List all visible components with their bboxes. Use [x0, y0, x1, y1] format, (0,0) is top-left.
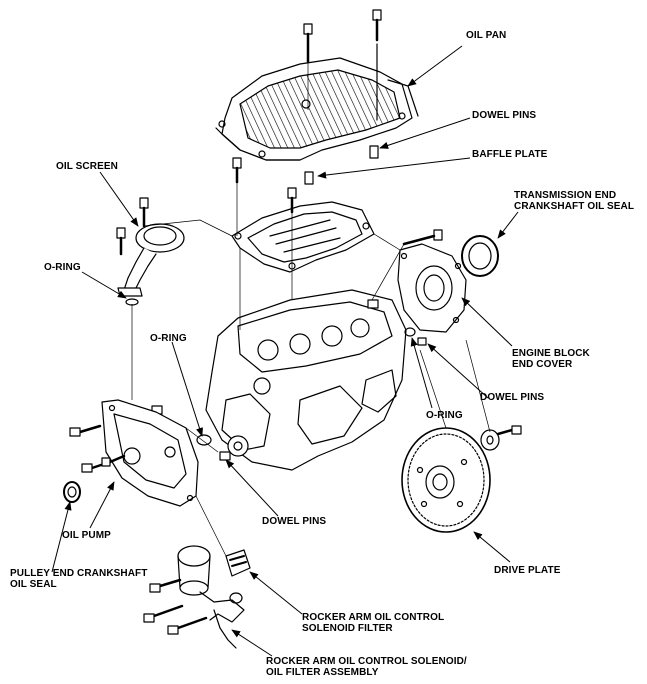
- oil-screen: [117, 223, 185, 297]
- label-line: CRANKSHAFT OIL SEAL: [514, 201, 635, 212]
- oil-pan-bolt: [303, 23, 313, 64]
- leader-dowel-pins-bottom: [225, 459, 279, 517]
- label-rocker-arm-oil-control-solenoid-assembly: ROCKER ARM OIL CONTROL SOLENOID/ OIL FIL…: [266, 656, 467, 678]
- label-line: OIL SEAL: [10, 579, 57, 590]
- baffle-bolt: [287, 187, 297, 214]
- leader-end-cover: [461, 297, 513, 347]
- transmission-end-crankshaft-oil-seal: [461, 235, 499, 277]
- dowel-pin: [417, 337, 427, 346]
- dowel-pin: [367, 299, 379, 309]
- label-rocker-arm-oil-control-solenoid-filter: ROCKER ARM OIL CONTROL SOLENOID FILTER: [302, 612, 444, 634]
- label-o-ring-left: O-RING: [44, 262, 81, 273]
- label-drive-plate: DRIVE PLATE: [494, 565, 561, 576]
- label-line: ROCKER ARM OIL CONTROL SOLENOID/: [266, 656, 467, 667]
- rocker-arm-oil-control-solenoid-assembly: [177, 545, 245, 649]
- label-dowel-pins-bottom: DOWEL PINS: [262, 516, 327, 527]
- drive-plate-bolt: [496, 425, 522, 436]
- label-dowel-pins-top: DOWEL PINS: [472, 110, 537, 121]
- o-ring: [404, 327, 416, 337]
- label-line: PULLEY END CRANKSHAFT: [10, 568, 148, 579]
- o-ring: [196, 434, 212, 446]
- oil-pan-bolt: [372, 9, 382, 121]
- oil-pump-bolt: [101, 454, 126, 467]
- label-line: ENGINE BLOCK: [512, 348, 590, 359]
- oil-pan: [215, 57, 419, 161]
- label-line: OIL FILTER ASSEMBLY: [266, 667, 379, 678]
- label-transmission-end-crankshaft-oil-seal: TRANSMISSION END CRANKSHAFT OIL SEAL: [514, 190, 634, 212]
- label-o-ring-right: O-RING: [426, 410, 463, 421]
- assembly-guide-lines: [131, 62, 491, 557]
- label-line: SOLENOID FILTER: [302, 623, 393, 634]
- leader-oil-pan: [407, 45, 463, 87]
- solenoid-bolt: [167, 616, 208, 635]
- engine-block-end-cover: [397, 243, 467, 333]
- label-pulley-end-crankshaft-oil-seal: PULLEY END CRANKSHAFT OIL SEAL: [10, 568, 147, 590]
- rocker-arm-oil-control-solenoid-filter: [225, 549, 251, 577]
- drive-plate-washer: [480, 429, 500, 451]
- oil-pan-bolt: [232, 157, 242, 184]
- solenoid-bolt: [143, 604, 184, 623]
- leader-baffle-plate: [317, 157, 471, 179]
- dowel-pin: [304, 171, 314, 185]
- label-oil-pan: OIL PAN: [466, 30, 507, 41]
- leader-pulley-seal: [51, 501, 72, 573]
- dowel-pin: [219, 451, 231, 461]
- label-engine-block-end-cover: ENGINE BLOCK END COVER: [512, 348, 590, 370]
- leader-dowel-pins-top: [379, 117, 471, 149]
- oil-pump: [101, 399, 199, 507]
- label-line: ROCKER ARM OIL CONTROL: [302, 612, 445, 623]
- leader-solenoid-assembly: [231, 629, 273, 657]
- label-oil-screen: OIL SCREEN: [56, 161, 118, 172]
- leader-o-ring-left: [81, 271, 127, 299]
- solenoid-bolt: [149, 578, 182, 593]
- leader-solenoid-filter: [249, 571, 303, 615]
- leader-trans-seal: [497, 211, 519, 239]
- engine-block: [205, 289, 407, 471]
- label-o-ring-mid: O-RING: [150, 333, 187, 344]
- leader-o-ring-right: [410, 337, 433, 409]
- leader-oil-pump: [89, 481, 115, 529]
- label-line: TRANSMISSION END: [514, 190, 617, 201]
- end-cover-bolt: [402, 229, 443, 246]
- label-dowel-pins-right: DOWEL PINS: [480, 392, 545, 403]
- pulley-end-crankshaft-oil-seal: [63, 481, 81, 503]
- leader-lines: [51, 45, 519, 657]
- leader-oil-screen: [99, 171, 139, 227]
- dowel-pin: [369, 145, 379, 159]
- leader-dowel-pins-right: [427, 343, 489, 399]
- oil-pump-bolt: [69, 424, 102, 437]
- oil-screen-bolt: [139, 197, 149, 228]
- leader-drive-plate: [473, 531, 511, 563]
- label-baffle-plate: BAFFLE PLATE: [472, 149, 548, 160]
- leader-o-ring-mid: [171, 341, 203, 437]
- label-oil-pump: OIL PUMP: [62, 530, 111, 541]
- drive-plate: [401, 427, 491, 533]
- oil-screen-bolt: [116, 227, 126, 256]
- label-line: END COVER: [512, 359, 573, 370]
- baffle-plate: [231, 201, 375, 273]
